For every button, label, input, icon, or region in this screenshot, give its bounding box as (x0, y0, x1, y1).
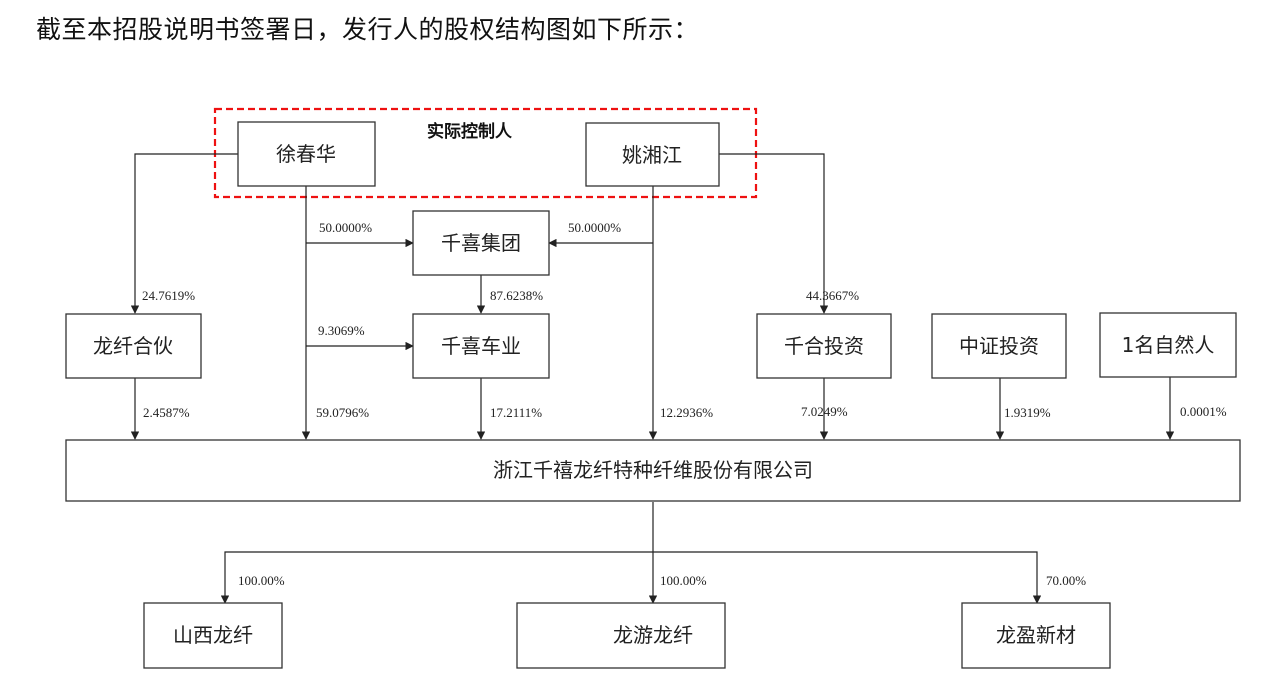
pct-qianhe-company: 7.0249% (801, 404, 848, 419)
edge-company-longying (653, 551, 1042, 604)
svg-text:龙游龙纤: 龙游龙纤 (613, 623, 693, 647)
svg-text:千合投资: 千合投资 (784, 334, 864, 358)
pct-xu-longxian: 24.7619% (142, 288, 195, 303)
pct-company-longyou: 100.00% (660, 573, 707, 588)
svg-text:姚湘江: 姚湘江 (622, 143, 682, 167)
entity-qianhe-investment: 千合投资 (756, 313, 892, 379)
svg-text:龙纤合伙: 龙纤合伙 (93, 334, 173, 358)
entity-longying-xincai: 龙盈新材 (961, 602, 1111, 669)
svg-text:中证投资: 中证投资 (959, 334, 1039, 358)
entity-zhongzheng-investment: 中证投资 (931, 313, 1067, 379)
pct-yao-qianxi-group: 50.0000% (568, 220, 621, 235)
edge-yao-qianhe (719, 153, 829, 314)
pct-auto-company: 17.2111% (490, 405, 542, 420)
entity-longyou-longxian: 龙游龙纤 (516, 602, 726, 669)
pct-person-company: 0.0001% (1180, 404, 1227, 419)
pct-zhongzheng-company: 1.9319% (1004, 405, 1051, 420)
actual-controller-label: 实际控制人 (427, 121, 513, 142)
entity-xu-chunhua: 徐春华 (237, 121, 376, 187)
percent-labels: 50.0000% 50.0000% 24.7619% 87.6238% 9.30… (142, 220, 1227, 588)
entity-yao-xiangjiang: 姚湘江 (585, 122, 720, 187)
entity-qianxi-group: 千喜集团 (412, 210, 550, 276)
svg-text:山西龙纤: 山西龙纤 (173, 623, 253, 647)
svg-text:千喜车业: 千喜车业 (441, 334, 521, 358)
entity-longxian-hehuo: 龙纤合伙 (65, 313, 202, 379)
edge-xu-longxian (130, 153, 238, 314)
svg-text:徐春华: 徐春华 (276, 142, 336, 166)
pct-xu-company: 59.0796% (316, 405, 369, 420)
entity-issuer-company: 浙江千禧龙纤特种纤维股份有限公司 (65, 439, 1241, 502)
pct-longxian-company: 2.4587% (143, 405, 190, 420)
pct-yao-qianhe: 44.3667% (806, 288, 859, 303)
svg-text:浙江千禧龙纤特种纤维股份有限公司: 浙江千禧龙纤特种纤维股份有限公司 (493, 458, 813, 482)
svg-text:1名自然人: 1名自然人 (1122, 333, 1215, 357)
edge-company-shanxi (220, 551, 653, 604)
entity-shanxi-longxian: 山西龙纤 (143, 602, 283, 669)
pct-xu-qianxi-group: 50.0000% (319, 220, 372, 235)
pct-xu-auto: 9.3069% (318, 323, 365, 338)
actual-controller-group (213, 107, 758, 199)
svg-text:龙盈新材: 龙盈新材 (996, 623, 1076, 647)
pct-group-auto: 87.6238% (490, 288, 543, 303)
intro-text: 截至本招股说明书签署日，发行人的股权结构图如下所示： (36, 15, 700, 44)
pct-company-shanxi: 100.00% (238, 573, 285, 588)
entity-qianxi-auto: 千喜车业 (412, 313, 550, 379)
connectors (130, 153, 1175, 604)
pct-company-longying: 70.00% (1046, 573, 1086, 588)
svg-text:千喜集团: 千喜集团 (441, 231, 521, 255)
pct-yao-company: 12.2936% (660, 405, 713, 420)
entity-natural-person: 1名自然人 (1099, 312, 1237, 378)
